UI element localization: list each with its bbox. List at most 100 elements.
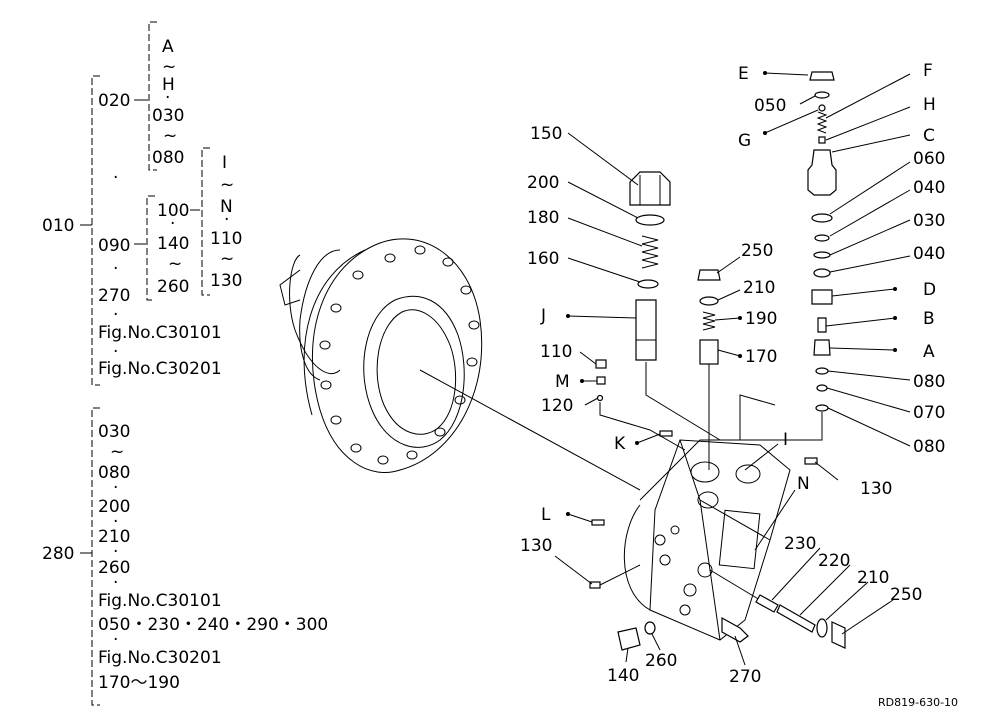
callout-label: 070 [913,403,945,423]
tree-100-item: ~ [220,249,234,269]
callout-label: 250 [890,585,922,605]
part-c-icon [807,149,837,196]
tree-090-item: 260 [157,277,189,297]
part-m-icon [596,376,606,385]
tree-280-item: 050・230・240・290・300 [98,615,328,635]
tree-100-item: · [224,210,229,230]
part-250-icon [697,269,721,281]
callout-label: G [738,131,751,151]
callout-label: 190 [745,309,777,329]
part-190-icon [702,311,716,331]
part-k-icon [659,430,673,437]
callout-label: E [738,64,749,84]
part-130-icon [804,457,818,465]
callout-label: 120 [541,396,573,416]
tree-bracket-100 [201,147,210,296]
tree-100-item: ~ [220,175,234,195]
callout-label: 040 [913,244,945,264]
part-d-icon [811,289,833,305]
part-270-icon [721,616,749,643]
callout-label: 110 [540,342,572,362]
callout-label: 210 [743,278,775,298]
tree-dot: · [113,305,118,325]
callout-label: 040 [913,178,945,198]
tree-280-item: 030 [98,422,130,442]
part-210-icon [699,296,719,306]
callout-leaders [554,71,911,666]
part-l-icon [591,519,605,526]
part-040-icon [813,268,831,278]
tree-code-090: 090 [98,236,130,256]
callout-label: 130 [520,536,552,556]
callout-label: K [614,434,626,454]
callout-label: 080 [913,437,945,457]
tree-100-item: I [222,153,227,173]
callout-label: 250 [741,241,773,261]
part-070-icon [816,384,828,392]
tree-280-item: · [113,512,118,532]
callout-label: 030 [913,211,945,231]
tree-code-270: 270 [98,286,130,306]
tree-fig-ref: Fig.No.C30101 [98,591,222,611]
part-e-icon [809,71,835,81]
callout-label: H [923,95,936,115]
tree-fig-ref: Fig.No.C30201 [98,359,222,379]
part-150-icon [629,171,671,206]
tree-280-item: 170～190 [98,673,180,693]
part-210-icon [816,618,828,638]
part-050-icon [814,91,830,99]
callout-label: 080 [913,372,945,392]
tree-090-item: · [170,214,175,234]
part-140-icon [617,627,641,651]
tree-bracket-090 [146,195,155,301]
part-030-icon [813,251,831,259]
tree-bracket-010 [91,75,100,386]
callout-label: 210 [857,568,889,588]
tree-090-item: 100 [157,201,189,221]
tree-020-item: ~ [162,57,176,77]
part-080-icon [815,367,829,375]
callout-label: 060 [913,149,945,169]
callout-label: C [923,126,935,146]
drawing-code: RD819-630-10 [878,696,958,709]
assembly-tree: 010 020 A ~ H · 030 ~ 080 · 090 100 · 14… [42,21,328,706]
callout-label: 260 [645,651,677,671]
relief-valve-stack [739,71,837,441]
tree-090-item: 140 [157,234,189,254]
tree-090-item: ~ [168,254,182,274]
part-260-icon [644,621,656,635]
bottom-parts [617,569,846,651]
tree-100-item: 110 [210,229,242,249]
part-f-icon [816,111,828,134]
tree-280-item: 080 [98,463,130,483]
callout-label: 140 [607,666,639,686]
part-230-icon [755,594,779,613]
tree-280-item: · [113,542,118,562]
callout-label: L [541,505,551,525]
tree-020-item: A [162,37,174,57]
part-a-icon [813,339,831,356]
flange-housing [279,238,641,491]
part-j-icon [635,299,657,361]
part-060-icon [811,213,833,223]
part-040-icon [814,234,830,242]
callout-label: F [923,61,933,81]
tree-280-item: · [113,478,118,498]
part-200-icon [635,214,665,226]
part-110-icon [595,359,607,369]
callout-label: 180 [527,208,559,228]
tree-280-item: · [113,630,118,650]
tree-020-item: H [162,75,175,95]
part-250-icon [831,621,846,649]
callout-label: M [555,372,570,392]
tree-fig-ref: Fig.No.C30201 [98,648,222,668]
tree-dot: · [113,259,118,279]
part-170-icon [699,339,719,365]
tree-100-item: N [220,197,233,217]
callout-label: 230 [784,534,816,554]
callout-label: 220 [818,551,850,571]
tree-280-item: 210 [98,527,130,547]
part-180-icon [641,235,659,269]
